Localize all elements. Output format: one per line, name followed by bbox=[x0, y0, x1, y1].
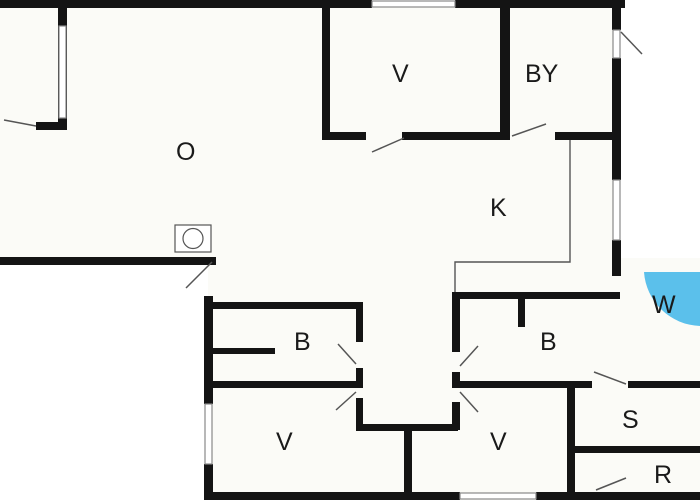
door-storage bbox=[595, 477, 627, 491]
wall-corridor-left-d bbox=[452, 402, 460, 430]
wall-bedroom-top-bottom-b bbox=[402, 132, 502, 140]
wall-bath-left-bottom bbox=[204, 381, 363, 388]
room-label-bath-right: B bbox=[540, 328, 557, 356]
wall-bottom-b bbox=[536, 492, 700, 500]
wall-bath-right-stub bbox=[518, 297, 525, 327]
door-sauna bbox=[593, 371, 627, 385]
door-living bbox=[185, 261, 213, 289]
room-label-bedroom-bottom-left: V bbox=[276, 428, 293, 456]
wall-sauna-left bbox=[567, 381, 575, 500]
window-right-upper bbox=[612, 29, 621, 59]
door-bath-right bbox=[459, 345, 479, 367]
wall-top-right bbox=[455, 0, 625, 8]
window-bottom bbox=[459, 492, 537, 500]
wall-utility-bottom bbox=[555, 132, 620, 140]
wall-bedroom-top-left bbox=[322, 8, 330, 140]
floor-area bbox=[0, 5, 700, 500]
wall-bath-left-stub bbox=[213, 348, 275, 354]
room-label-sauna: S bbox=[622, 406, 639, 434]
wall-sauna-bottom bbox=[567, 446, 700, 453]
door-bath-left bbox=[337, 343, 357, 365]
room-label-living: O bbox=[176, 138, 195, 166]
windows bbox=[58, 0, 621, 500]
water-icon bbox=[644, 272, 700, 326]
window-top bbox=[371, 0, 456, 8]
wall-lower-left-a bbox=[204, 296, 213, 404]
wall-right-upper bbox=[612, 0, 621, 30]
wall-living-bottom bbox=[0, 257, 216, 265]
wall-top-left bbox=[0, 0, 372, 8]
kitchen-partition-line bbox=[454, 140, 571, 292]
door-top-bedroom bbox=[371, 137, 405, 153]
wall-bath-right-top bbox=[452, 292, 620, 299]
doors bbox=[3, 31, 643, 491]
door-bedroom-lower-left bbox=[335, 391, 357, 411]
room-label-bath-left: B bbox=[294, 328, 311, 356]
water-label: W bbox=[652, 291, 676, 319]
door-bedroom-lower-right bbox=[459, 391, 479, 413]
wall-bedroom-utility-divider bbox=[500, 8, 510, 140]
wall-bath-left-top bbox=[204, 302, 362, 309]
wall-bedroom-top-bottom-a bbox=[322, 132, 366, 140]
fireplace-ring bbox=[182, 227, 204, 250]
wall-bottom-a bbox=[204, 492, 460, 500]
room-label-storage: R bbox=[654, 461, 672, 489]
room-label-utility: BY bbox=[525, 60, 559, 88]
room-label-bedroom-bottom-right: V bbox=[490, 428, 507, 456]
thin-partitions bbox=[454, 140, 571, 292]
window-lower-left bbox=[204, 403, 213, 465]
wall-corridor-right-a bbox=[356, 398, 363, 430]
wall-right-lower bbox=[612, 240, 621, 276]
fireplace bbox=[174, 224, 212, 253]
wall-bath-left-right-a bbox=[356, 302, 363, 342]
room-labels: O V BY K B B V V S R bbox=[176, 60, 672, 489]
room-label-kitchen: K bbox=[490, 194, 507, 222]
water-symbol: W bbox=[644, 272, 700, 326]
door-closet bbox=[3, 119, 37, 127]
wall-corridor-left-b bbox=[452, 292, 460, 352]
door-utility bbox=[511, 123, 547, 137]
wall-right-mid bbox=[612, 58, 621, 180]
floor-main bbox=[0, 5, 620, 263]
wall-closet-bottom bbox=[36, 122, 67, 130]
fireplace-icon bbox=[174, 224, 212, 253]
wall-bath-left-right-b bbox=[356, 368, 363, 386]
wall-lower-left-b bbox=[204, 464, 213, 500]
room-label-bedroom-top: V bbox=[392, 60, 409, 88]
wall-corridor-left-c bbox=[452, 372, 460, 388]
door-right-exterior bbox=[620, 31, 643, 55]
wall-bath-right-bottom-a bbox=[452, 381, 592, 388]
window-closet bbox=[58, 25, 67, 119]
wall-bath-right-bottom-b bbox=[628, 381, 700, 388]
window-right-mid bbox=[612, 179, 621, 241]
wall-lower-bedroom-divider bbox=[404, 424, 412, 500]
